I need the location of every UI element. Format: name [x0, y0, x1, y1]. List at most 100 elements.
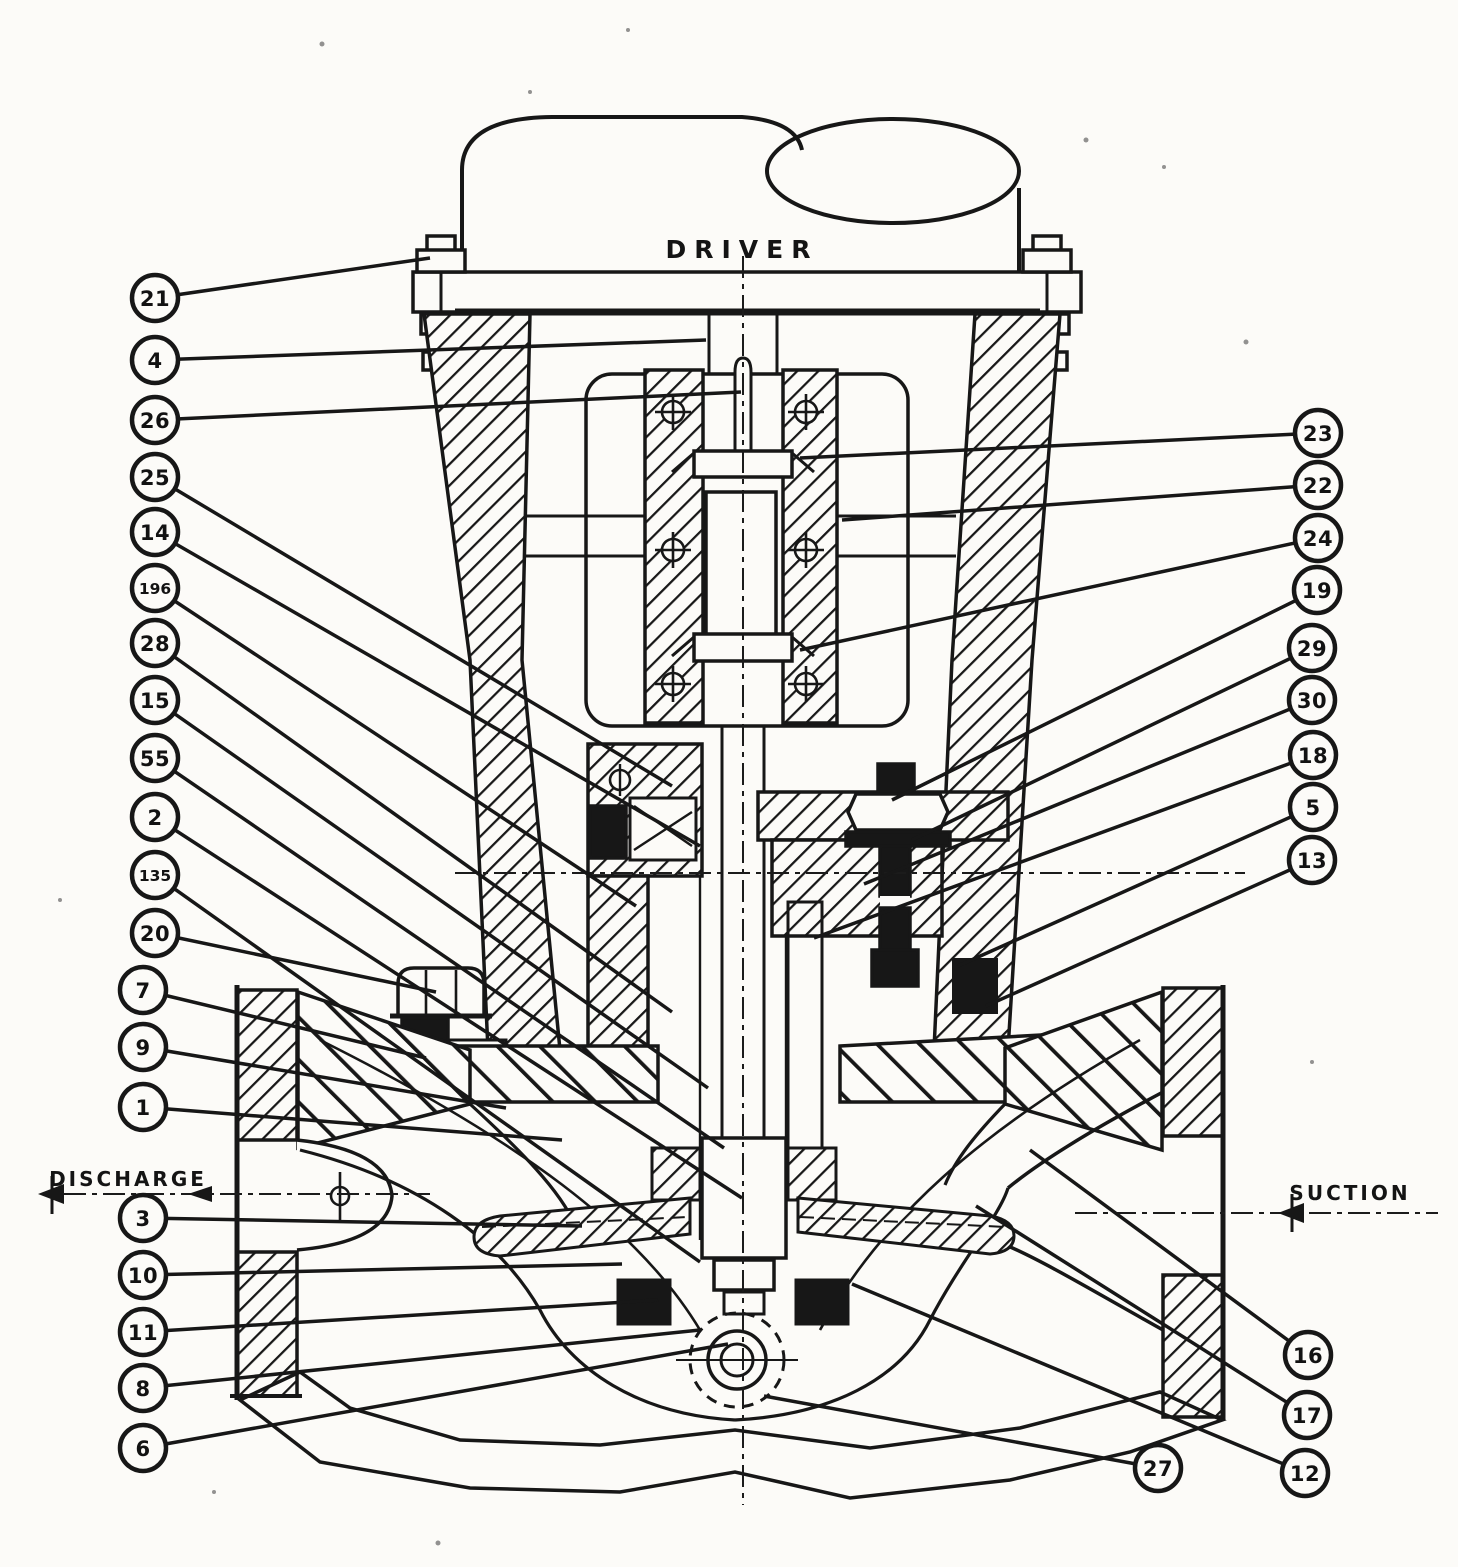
suction-centerline	[1075, 1194, 1438, 1232]
callout-number-13: 13	[1297, 849, 1327, 873]
callout-balloon-196	[129, 562, 181, 614]
leader-line-55	[154, 756, 725, 1150]
callout-number-19: 19	[1302, 579, 1332, 603]
callout-balloon-19	[1291, 564, 1343, 616]
callout-number-16: 16	[1293, 1344, 1323, 1368]
leader-line-21	[154, 256, 431, 300]
callout-balloon-13	[1286, 834, 1338, 886]
leader-line-22	[841, 483, 1319, 522]
leader-line-13	[985, 858, 1313, 1008]
callout-balloon-8	[117, 1362, 169, 1414]
leader-line-12	[851, 1282, 1306, 1475]
callout-balloon-4	[129, 334, 181, 386]
leader-line-10	[142, 1262, 623, 1277]
callout-balloon-12	[1279, 1447, 1331, 1499]
callout-number-6: 6	[135, 1437, 150, 1461]
callout-balloon-16	[1282, 1329, 1334, 1381]
callout-number-26: 26	[140, 409, 170, 433]
callout-balloon-30	[1286, 674, 1338, 726]
callout-balloon-135	[129, 849, 181, 901]
callout-number-135: 135	[139, 867, 171, 885]
callout-number-14: 14	[140, 521, 170, 545]
callout-balloon-1	[117, 1081, 169, 1133]
callout-number-7: 7	[135, 979, 150, 1003]
leader-line-2	[154, 815, 743, 1200]
driver-label: DRIVER	[666, 235, 819, 264]
suction-label: SUCTION	[1289, 1181, 1410, 1205]
impeller	[472, 1136, 1016, 1326]
callout-balloon-20	[129, 907, 181, 959]
callout-number-55: 55	[140, 747, 170, 771]
callout-balloon-23	[1292, 407, 1344, 459]
leader-line-26	[154, 390, 742, 422]
callout-number-28: 28	[140, 632, 170, 656]
leader-line-25	[154, 475, 673, 788]
callout-balloon-28	[129, 617, 181, 669]
coupling-housing	[584, 368, 910, 728]
callout-number-17: 17	[1292, 1404, 1322, 1428]
callout-balloon-21	[129, 272, 181, 324]
motor-bracket-walls	[422, 312, 1062, 1052]
leader-line-6	[142, 1342, 729, 1450]
leader-line-19	[891, 588, 1318, 802]
discharge-bolt-hole	[329, 1172, 351, 1220]
leader-line-17	[975, 1204, 1308, 1417]
callout-number-4: 4	[147, 349, 162, 373]
callout-number-18: 18	[1298, 744, 1328, 768]
callout-number-11: 11	[128, 1321, 158, 1345]
callout-number-21: 21	[140, 287, 170, 311]
leader-line-9	[142, 1045, 507, 1110]
leader-line-28	[153, 641, 674, 1014]
callout-number-20: 20	[140, 922, 170, 946]
leader-line-24	[799, 536, 1319, 652]
callout-number-27: 27	[1143, 1457, 1173, 1481]
callout-balloon-27	[1132, 1442, 1184, 1494]
leader-line-27	[763, 1394, 1159, 1470]
leader-line-23	[799, 431, 1319, 460]
callout-number-30: 30	[1297, 689, 1327, 713]
callout-balloon-3	[117, 1192, 169, 1244]
callout-balloon-11	[117, 1306, 169, 1358]
callout-balloon-22	[1292, 459, 1344, 511]
callout-balloon-6	[117, 1422, 169, 1474]
callout-balloon-14	[129, 506, 181, 558]
leader-line-1	[142, 1105, 563, 1142]
callout-number-25: 25	[140, 466, 170, 490]
callout-number-3: 3	[135, 1207, 150, 1231]
callout-balloon-29	[1286, 622, 1338, 674]
suction-flange	[1006, 985, 1226, 1420]
callout-balloon-5	[1287, 781, 1339, 833]
leader-line-14	[154, 530, 701, 848]
seal-gland	[756, 762, 1010, 988]
leader-line-11	[142, 1298, 659, 1334]
leader-line-15	[153, 698, 710, 1090]
callout-balloon-9	[117, 1021, 169, 1073]
volute-casing-bottom	[236, 1369, 1227, 1500]
leader-line-8	[142, 1328, 701, 1390]
text-labels: DRIVER DISCHARGE SUCTION	[49, 235, 1410, 1205]
leader-line-3	[142, 1216, 583, 1228]
leader-line-16	[1028, 1148, 1310, 1357]
callout-number-10: 10	[128, 1264, 158, 1288]
driver-body-outline	[460, 115, 1021, 272]
callout-balloon-17	[1281, 1389, 1333, 1441]
callout-number-1: 1	[135, 1096, 150, 1120]
callout-balloon-15	[129, 674, 181, 726]
callout-number-5: 5	[1305, 796, 1320, 820]
packing-rings	[786, 900, 824, 1184]
callout-balloon-25	[129, 451, 181, 503]
callout-balloon-7	[117, 964, 169, 1016]
callout-balloon-2	[129, 791, 181, 843]
leader-line-7	[142, 988, 427, 1060]
discharge-centerline	[38, 1176, 430, 1214]
leader-line-135	[153, 873, 702, 1264]
callout-number-29: 29	[1297, 637, 1327, 661]
scan-specks	[58, 28, 1314, 1546]
leader-line-29	[911, 646, 1313, 842]
callout-number-12: 12	[1290, 1462, 1320, 1486]
leader-line-5	[957, 805, 1314, 968]
leader-line-4	[154, 338, 707, 362]
leader-line-18	[813, 753, 1314, 940]
callout-number-15: 15	[140, 689, 170, 713]
